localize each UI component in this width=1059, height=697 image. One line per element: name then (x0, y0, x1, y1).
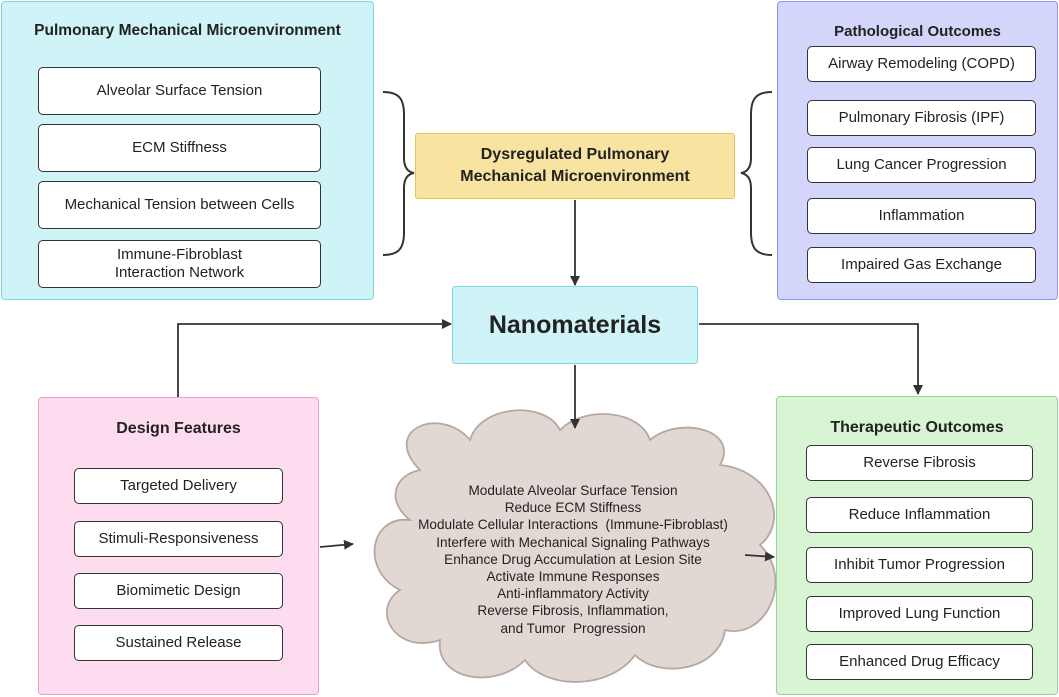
arrow-mechanisms-to-therapeutic (744, 551, 775, 562)
microenvironment-title: Pulmonary Mechanical Microenvironment (34, 22, 341, 39)
pathological-item-pulmonary-fibrosis: Pulmonary Fibrosis (IPF) (807, 100, 1036, 136)
microenvironment-item-surface-tension: Alveolar Surface Tension (38, 67, 321, 115)
mechanism-line: Reduce ECM Stiffness (504, 500, 642, 516)
mechanism-line: Anti-inflammatory Activity (497, 586, 649, 602)
pathological-item-airway-remodeling: Airway Remodeling (COPD) (807, 46, 1036, 82)
microenvironment-item-cell-tension: Mechanical Tension between Cells (38, 181, 321, 229)
mechanism-line: and Tumor Progression (500, 620, 646, 636)
design-panel: Design Features Targeted Delivery Stimul… (38, 397, 319, 695)
pathological-item-inflammation: Inflammation (807, 198, 1036, 234)
pathological-item-lung-cancer: Lung Cancer Progression (807, 147, 1036, 183)
mechanism-line: Modulate Alveolar Surface Tension (468, 483, 678, 498)
pathological-item-gas-exchange: Impaired Gas Exchange (807, 247, 1036, 283)
right-brace (740, 91, 773, 256)
therapeutic-item-lung-function: Improved Lung Function (806, 596, 1033, 632)
dysregulated-box: Dysregulated Pulmonary Mechanical Microe… (415, 133, 735, 199)
microenvironment-panel: Pulmonary Mechanical Microenvironment Al… (1, 1, 374, 300)
design-item-sustained-release: Sustained Release (74, 625, 283, 661)
therapeutic-item-drug-efficacy: Enhanced Drug Efficacy (806, 644, 1033, 680)
microenvironment-item-immune-fibroblast: Immune-Fibroblast Interaction Network (38, 240, 321, 288)
therapeutic-item-inhibit-tumor: Inhibit Tumor Progression (806, 547, 1033, 583)
therapeutic-item-reduce-inflammation: Reduce Inflammation (806, 497, 1033, 533)
mechanism-line: Modulate Cellular Interactions (Immune-F… (418, 517, 728, 533)
mechanism-line: Enhance Drug Accumulation at Lesion Site (444, 551, 702, 567)
pathological-title: Pathological Outcomes (834, 23, 1001, 40)
therapeutic-title: Therapeutic Outcomes (830, 419, 1004, 436)
mechanism-line: Reverse Fibrosis, Inflammation, (477, 603, 669, 619)
arrow-design-to-mechanisms (319, 539, 354, 550)
mechanism-line: Activate Immune Responses (486, 569, 660, 585)
nanomaterials-box: Nanomaterials (452, 286, 698, 364)
arrow-design-to-nanomaterials (177, 319, 452, 397)
arrow-nanomaterials-to-therapeutic (699, 323, 923, 395)
microenvironment-item-ecm-stiffness: ECM Stiffness (38, 124, 321, 172)
therapeutic-item-reverse-fibrosis: Reverse Fibrosis (806, 445, 1033, 481)
design-title: Design Features (116, 420, 241, 437)
mechanism-list: Modulate Alveolar Surface Tension Reduce… (400, 482, 746, 637)
design-item-biomimetic: Biomimetic Design (74, 573, 283, 609)
mechanism-cloud (373, 409, 777, 683)
therapeutic-panel: Therapeutic Outcomes Reverse Fibrosis Re… (776, 396, 1058, 695)
mechanism-line: Interfere with Mechanical Signaling Path… (436, 534, 710, 550)
design-item-stimuli-responsiveness: Stimuli-Responsiveness (74, 521, 283, 557)
pathological-panel: Pathological Outcomes Airway Remodeling … (777, 1, 1058, 300)
left-brace (382, 91, 415, 256)
design-item-targeted-delivery: Targeted Delivery (74, 468, 283, 504)
